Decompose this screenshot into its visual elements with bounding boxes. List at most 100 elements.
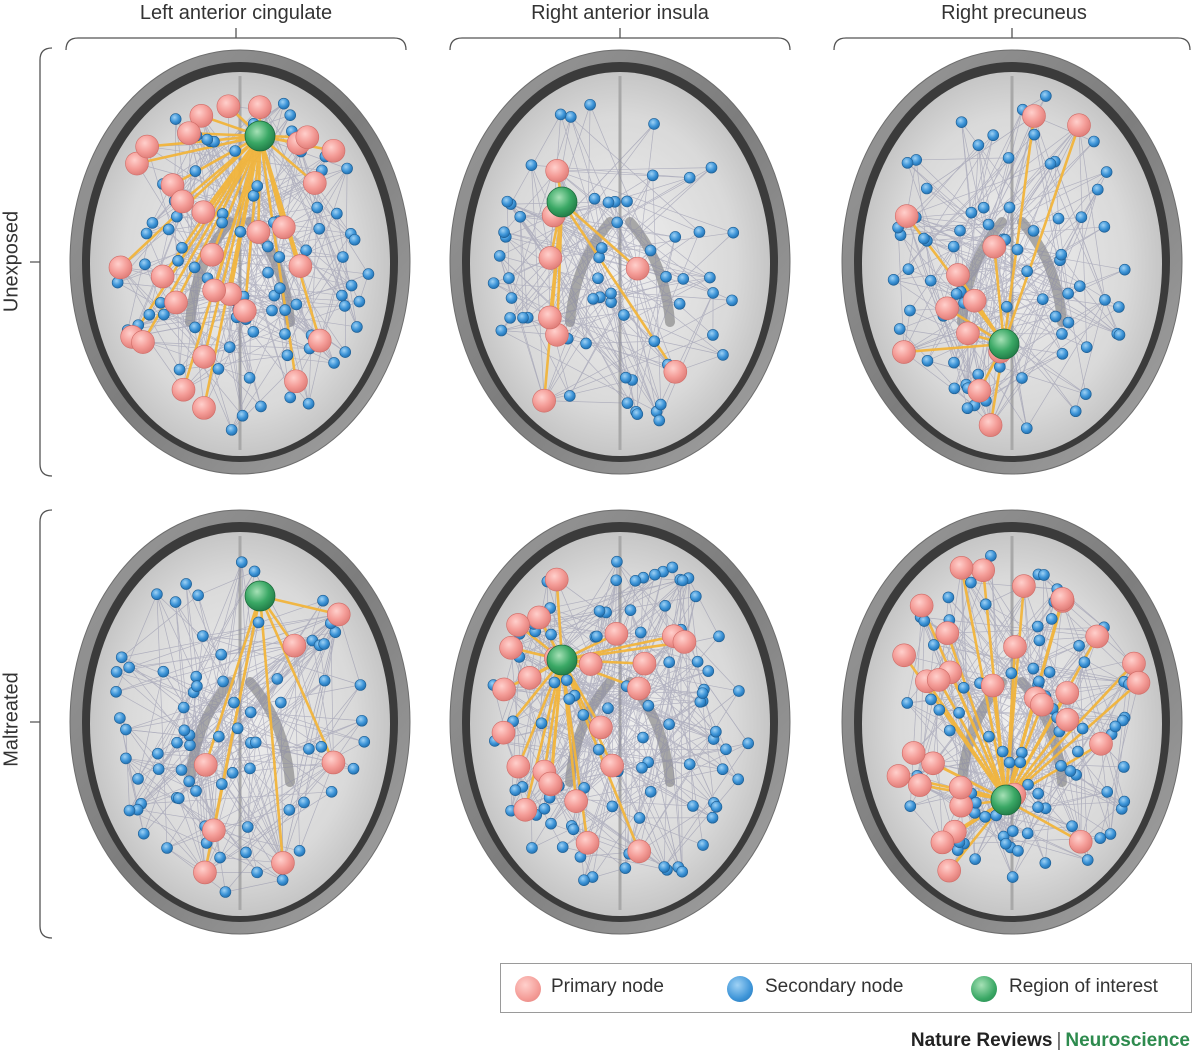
primary-edge — [258, 595, 335, 764]
secondary-node — [115, 651, 128, 664]
secondary-node — [169, 113, 182, 125]
legend-primary-label: Primary node — [551, 976, 664, 997]
primary-node — [949, 555, 974, 580]
secondary-node — [1062, 287, 1074, 300]
secondary-edge — [493, 282, 676, 373]
secondary-edge — [319, 645, 326, 681]
primary-node — [131, 330, 155, 354]
secondary-node — [563, 390, 576, 402]
secondary-node — [123, 804, 136, 817]
secondary-edge — [549, 607, 617, 635]
secondary-node — [629, 575, 642, 587]
secondary-edge — [592, 791, 652, 878]
secondary-edge — [1003, 125, 1080, 240]
secondary-node — [353, 295, 366, 308]
primary-node — [177, 121, 201, 145]
secondary-edge — [508, 123, 655, 279]
secondary-node — [228, 696, 240, 709]
secondary-node — [189, 165, 202, 177]
secondary-edge — [549, 222, 618, 318]
primary-edge — [212, 595, 262, 831]
secondary-node — [948, 356, 960, 369]
secondary-node — [177, 701, 190, 714]
secondary-edge — [915, 159, 972, 213]
secondary-edge — [181, 702, 235, 771]
secondary-node — [1055, 248, 1068, 261]
secondary-node — [567, 823, 580, 836]
secondary-edge — [543, 300, 733, 401]
primary-node — [1030, 692, 1054, 717]
secondary-edge — [125, 729, 130, 811]
secondary-edge — [990, 171, 1107, 426]
secondary-node — [942, 591, 955, 604]
secondary-node — [1101, 786, 1114, 798]
journal-name: Neuroscience — [1065, 1030, 1190, 1051]
secondary-edge — [519, 579, 681, 658]
secondary-edge — [638, 688, 640, 818]
secondary-edge — [961, 122, 1028, 429]
secondary-node — [1069, 405, 1082, 418]
secondary-edge — [503, 231, 710, 278]
primary-node — [886, 764, 911, 788]
primary-node — [578, 652, 603, 676]
primary-edge — [136, 134, 261, 165]
secondary-node — [336, 289, 348, 302]
secondary-node — [972, 139, 985, 151]
secondary-edge — [549, 167, 712, 318]
secondary-edge — [909, 207, 984, 311]
secondary-node — [143, 308, 156, 321]
secondary-edge — [238, 309, 357, 328]
secondary-node — [606, 800, 619, 813]
primary-node — [937, 858, 961, 883]
secondary-edge — [1021, 752, 1062, 767]
secondary-node — [1027, 662, 1040, 675]
primary-edge — [181, 135, 261, 203]
primary-edge — [920, 605, 1008, 801]
secondary-edge — [121, 614, 339, 658]
secondary-node — [621, 397, 634, 409]
secondary-edge — [125, 758, 197, 792]
secondary-edge — [287, 168, 348, 356]
secondary-node — [247, 326, 260, 338]
secondary-edge — [218, 131, 293, 370]
secondary-edge — [592, 298, 724, 356]
secondary-node — [710, 801, 723, 813]
region-of-interest-node — [244, 120, 276, 152]
secondary-node — [201, 133, 214, 146]
secondary-edge — [664, 605, 683, 872]
secondary-edge — [553, 215, 657, 412]
secondary-node — [328, 357, 340, 369]
secondary-edge — [637, 268, 655, 342]
secondary-node — [666, 561, 679, 574]
primary-node — [232, 298, 257, 323]
secondary-node — [660, 271, 672, 283]
secondary-node — [275, 696, 287, 709]
secondary-node — [1118, 795, 1131, 808]
secondary-node — [713, 630, 725, 643]
secondary-edge — [330, 623, 334, 763]
secondary-node — [999, 837, 1012, 850]
secondary-edge — [503, 574, 656, 733]
secondary-node — [644, 244, 657, 257]
secondary-edge — [616, 222, 676, 372]
secondary-edge — [501, 303, 680, 331]
primary-node — [271, 851, 295, 875]
secondary-edge — [321, 684, 361, 747]
secondary-node — [732, 773, 745, 786]
secondary-node — [231, 722, 244, 735]
secondary-edge — [157, 753, 354, 770]
secondary-node — [173, 363, 186, 376]
secondary-edge — [1110, 660, 1130, 835]
secondary-edge — [985, 603, 1125, 682]
secondary-edge — [637, 268, 710, 278]
secondary-edge — [557, 170, 690, 179]
secondary-node — [517, 311, 529, 324]
secondary-node — [649, 568, 661, 581]
secondary-node — [1003, 201, 1016, 214]
secondary-node — [192, 589, 204, 602]
secondary-edge — [663, 743, 749, 868]
secondary-node — [213, 730, 225, 743]
brain-panel-lac-unexposed — [69, 49, 411, 475]
secondary-edge — [243, 256, 280, 297]
secondary-edge — [196, 685, 251, 769]
